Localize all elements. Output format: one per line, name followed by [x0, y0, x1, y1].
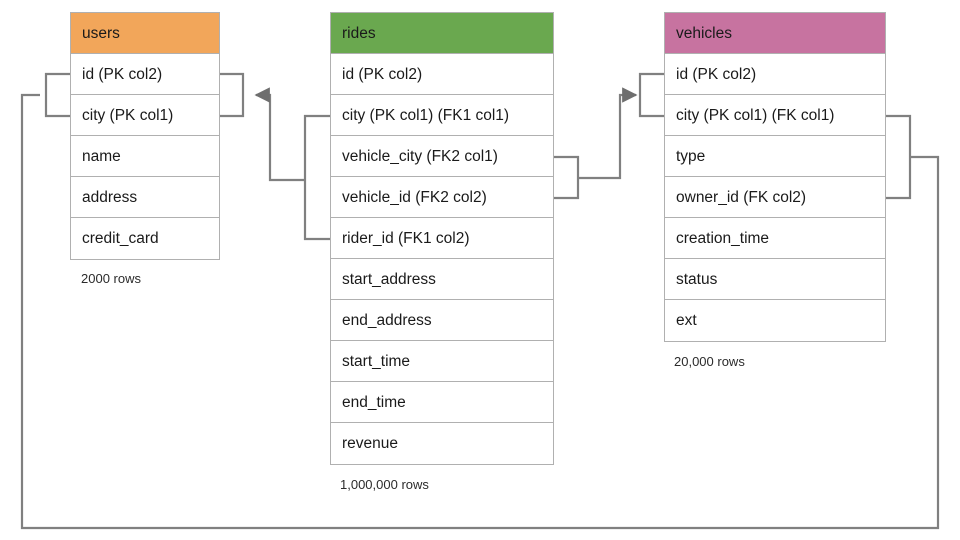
edge-vehicles-left-bracket [638, 72, 664, 118]
table-rides-column-rider-id[interactable]: rider_id (FK1 col2) [331, 218, 553, 259]
edge-users-right-bracket [220, 72, 245, 118]
edge-users-left-bracket [44, 72, 70, 118]
table-vehicles-column-id[interactable]: id (PK col2) [665, 54, 885, 95]
table-rides-column-revenue[interactable]: revenue [331, 423, 553, 464]
table-rides-row-count: 1,000,000 rows [340, 477, 429, 492]
table-vehicles-column-owner-id[interactable]: owner_id (FK col2) [665, 177, 885, 218]
table-users-column-name[interactable]: name [71, 136, 219, 177]
table-vehicles-column-type[interactable]: type [665, 136, 885, 177]
edge-fk2-rides-to-vehicles [578, 87, 638, 180]
table-users-row-count: 2000 rows [81, 271, 141, 286]
table-rides-column-end-time[interactable]: end_time [331, 382, 553, 423]
table-rides-column-start-time[interactable]: start_time [331, 341, 553, 382]
table-users-column-city[interactable]: city (PK col1) [71, 95, 219, 136]
table-rides[interactable]: rides id (PK col2) city (PK col1) (FK1 c… [330, 12, 554, 465]
table-rides-column-city[interactable]: city (PK col1) (FK1 col1) [331, 95, 553, 136]
edge-fk-vehicles-bracket [886, 114, 912, 200]
edge-fk1-rides-to-users [254, 87, 305, 182]
table-rides-column-id[interactable]: id (PK col2) [331, 54, 553, 95]
edge-fk1-rides-bracket [303, 114, 330, 241]
table-rides-column-end-address[interactable]: end_address [331, 300, 553, 341]
table-rides-column-vehicle-city[interactable]: vehicle_city (FK2 col1) [331, 136, 553, 177]
table-users-header: users [71, 13, 219, 54]
table-vehicles[interactable]: vehicles id (PK col2) city (PK col1) (FK… [664, 12, 886, 342]
table-vehicles-column-creation-time[interactable]: creation_time [665, 218, 885, 259]
table-rides-header: rides [331, 13, 553, 54]
table-users[interactable]: users id (PK col2) city (PK col1) name a… [70, 12, 220, 260]
table-vehicles-header: vehicles [665, 13, 885, 54]
table-users-column-credit-card[interactable]: credit_card [71, 218, 219, 259]
table-vehicles-column-status[interactable]: status [665, 259, 885, 300]
table-users-column-id[interactable]: id (PK col2) [71, 54, 219, 95]
table-vehicles-column-city[interactable]: city (PK col1) (FK col1) [665, 95, 885, 136]
table-vehicles-column-ext[interactable]: ext [665, 300, 885, 341]
table-users-column-address[interactable]: address [71, 177, 219, 218]
table-vehicles-row-count: 20,000 rows [674, 354, 745, 369]
table-rides-column-vehicle-id[interactable]: vehicle_id (FK2 col2) [331, 177, 553, 218]
table-rides-column-start-address[interactable]: start_address [331, 259, 553, 300]
edge-fk2-rides-bracket [554, 155, 580, 200]
